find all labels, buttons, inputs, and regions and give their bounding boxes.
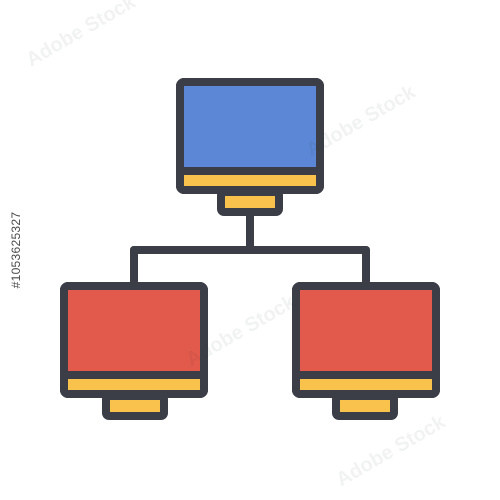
- top-monitor-stand: [217, 188, 283, 216]
- bottom-right-monitor-stand: [332, 392, 398, 420]
- top-monitor: [176, 78, 324, 216]
- network-connector-lines: [130, 210, 370, 290]
- bottom-left-monitor-screen: [68, 290, 200, 374]
- stock-id-strip: #1053625327: [0, 0, 24, 500]
- top-monitor-screen: [184, 86, 316, 170]
- bottom-right-monitor-screen: [300, 290, 432, 374]
- bottom-left-monitor-stand: [102, 392, 168, 420]
- bottom-left-monitor: [60, 282, 208, 420]
- bottom-right-monitor: [292, 282, 440, 420]
- stock-id-label: #1053625327: [9, 211, 23, 289]
